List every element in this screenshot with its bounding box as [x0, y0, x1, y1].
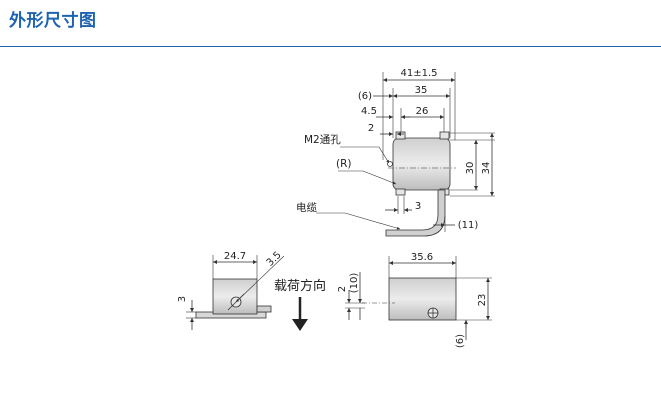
front-view-body [388, 277, 457, 321]
page-title: 外形尺寸图 [9, 11, 97, 31]
dim-35-6: 35.6 [411, 252, 433, 263]
side-view [186, 255, 285, 330]
top-view-labels: 41±1.5 (6) 35 4.5 26 2 30 34 3 (11) M2通孔… [296, 68, 492, 231]
dim-11-ref: (11) [458, 220, 479, 231]
dim-41: 41±1.5 [400, 68, 437, 79]
top-view-body [392, 137, 451, 191]
radius-label: (R) [336, 158, 352, 170]
dim-30: 30 [465, 162, 476, 175]
dim-35: 35 [415, 85, 428, 96]
title-divider [0, 46, 661, 47]
dim-2: 2 [368, 123, 374, 134]
cable-shape [385, 189, 446, 237]
dim-10-ref: (10) [349, 273, 360, 294]
dim-34: 34 [481, 162, 492, 175]
dim-front-2: 2 [337, 286, 348, 292]
dim-3: 3 [415, 201, 421, 212]
dim-26: 26 [416, 106, 429, 117]
side-view-cable [256, 305, 272, 313]
dim-4-5: 4.5 [361, 106, 377, 117]
dim-23: 23 [477, 294, 488, 307]
dim-24-7: 24.7 [224, 251, 246, 262]
dim-side-3: 3 [177, 296, 188, 302]
dim-front-6-ref: (6) [455, 334, 466, 348]
m2-hole-mark [387, 161, 393, 167]
side-view-body [212, 278, 258, 315]
cable-label: 电缆 [296, 201, 317, 214]
top-view-ear-left [395, 131, 406, 140]
dim-3-5: 3.5 [265, 250, 284, 269]
dim-6-ref: (6) [358, 91, 372, 102]
m2-hole-label: M2通孔 [304, 133, 341, 146]
top-view-ear-right [439, 131, 450, 140]
front-view [345, 256, 492, 340]
front-view-labels: 35.6 2 (10) 23 (6) [337, 252, 488, 348]
load-direction-arrow-icon [292, 297, 308, 331]
load-direction-label: 载荷方向 [274, 278, 326, 294]
top-view-ear-bottom-left [395, 188, 406, 196]
front-view-screw [427, 307, 439, 319]
top-view [316, 72, 495, 237]
